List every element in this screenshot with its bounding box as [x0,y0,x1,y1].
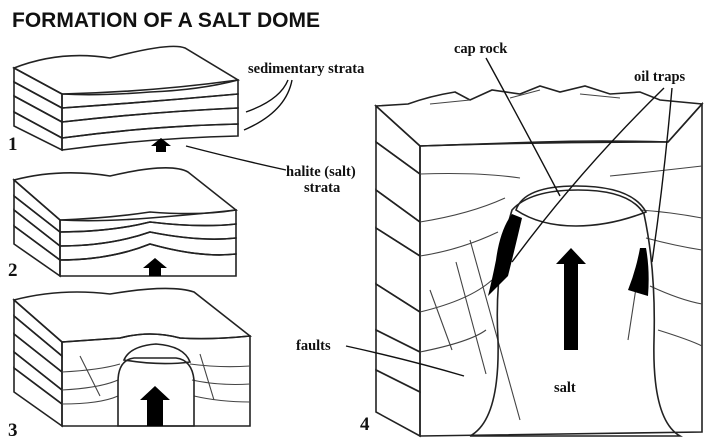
leader-sedimentary-1 [245,79,289,113]
leader-sedimentary-2 [243,79,293,131]
stage-4-block [374,85,704,438]
stage-4-number: 4 [360,414,370,435]
stage-2-block [12,167,239,278]
oil-trap-left-icon [488,214,522,296]
stage-1-number: 1 [8,134,18,155]
stage-4-arrow-icon [556,248,586,350]
leader-halite [185,145,287,171]
stage-3-number: 3 [8,420,18,441]
label-sedimentary-strata: sedimentary strata [248,61,365,77]
leader-faults [345,345,465,377]
stage-1-block [12,45,241,152]
stage-3-block [12,287,253,428]
leader-oil-traps-right [651,87,673,263]
diagram-title: FORMATION OF A SALT DOME [12,9,320,32]
stage-1-arrow-icon [151,138,171,152]
label-cap-rock: cap rock [454,41,508,57]
stage-3-arrow-icon [140,386,170,426]
label-salt: salt [554,380,576,396]
label-oil-traps: oil traps [634,69,686,85]
label-halite-strata-line2: strata [304,180,341,196]
stage-2-arrow-icon [143,258,167,276]
label-halite-strata-line1: halite (salt) [286,164,356,180]
stage-2-number: 2 [8,260,18,281]
label-faults: faults [296,338,331,354]
oil-trap-right-icon [628,248,649,296]
leader-cap-rock [485,57,561,197]
leader-oil-traps-left [511,87,665,263]
